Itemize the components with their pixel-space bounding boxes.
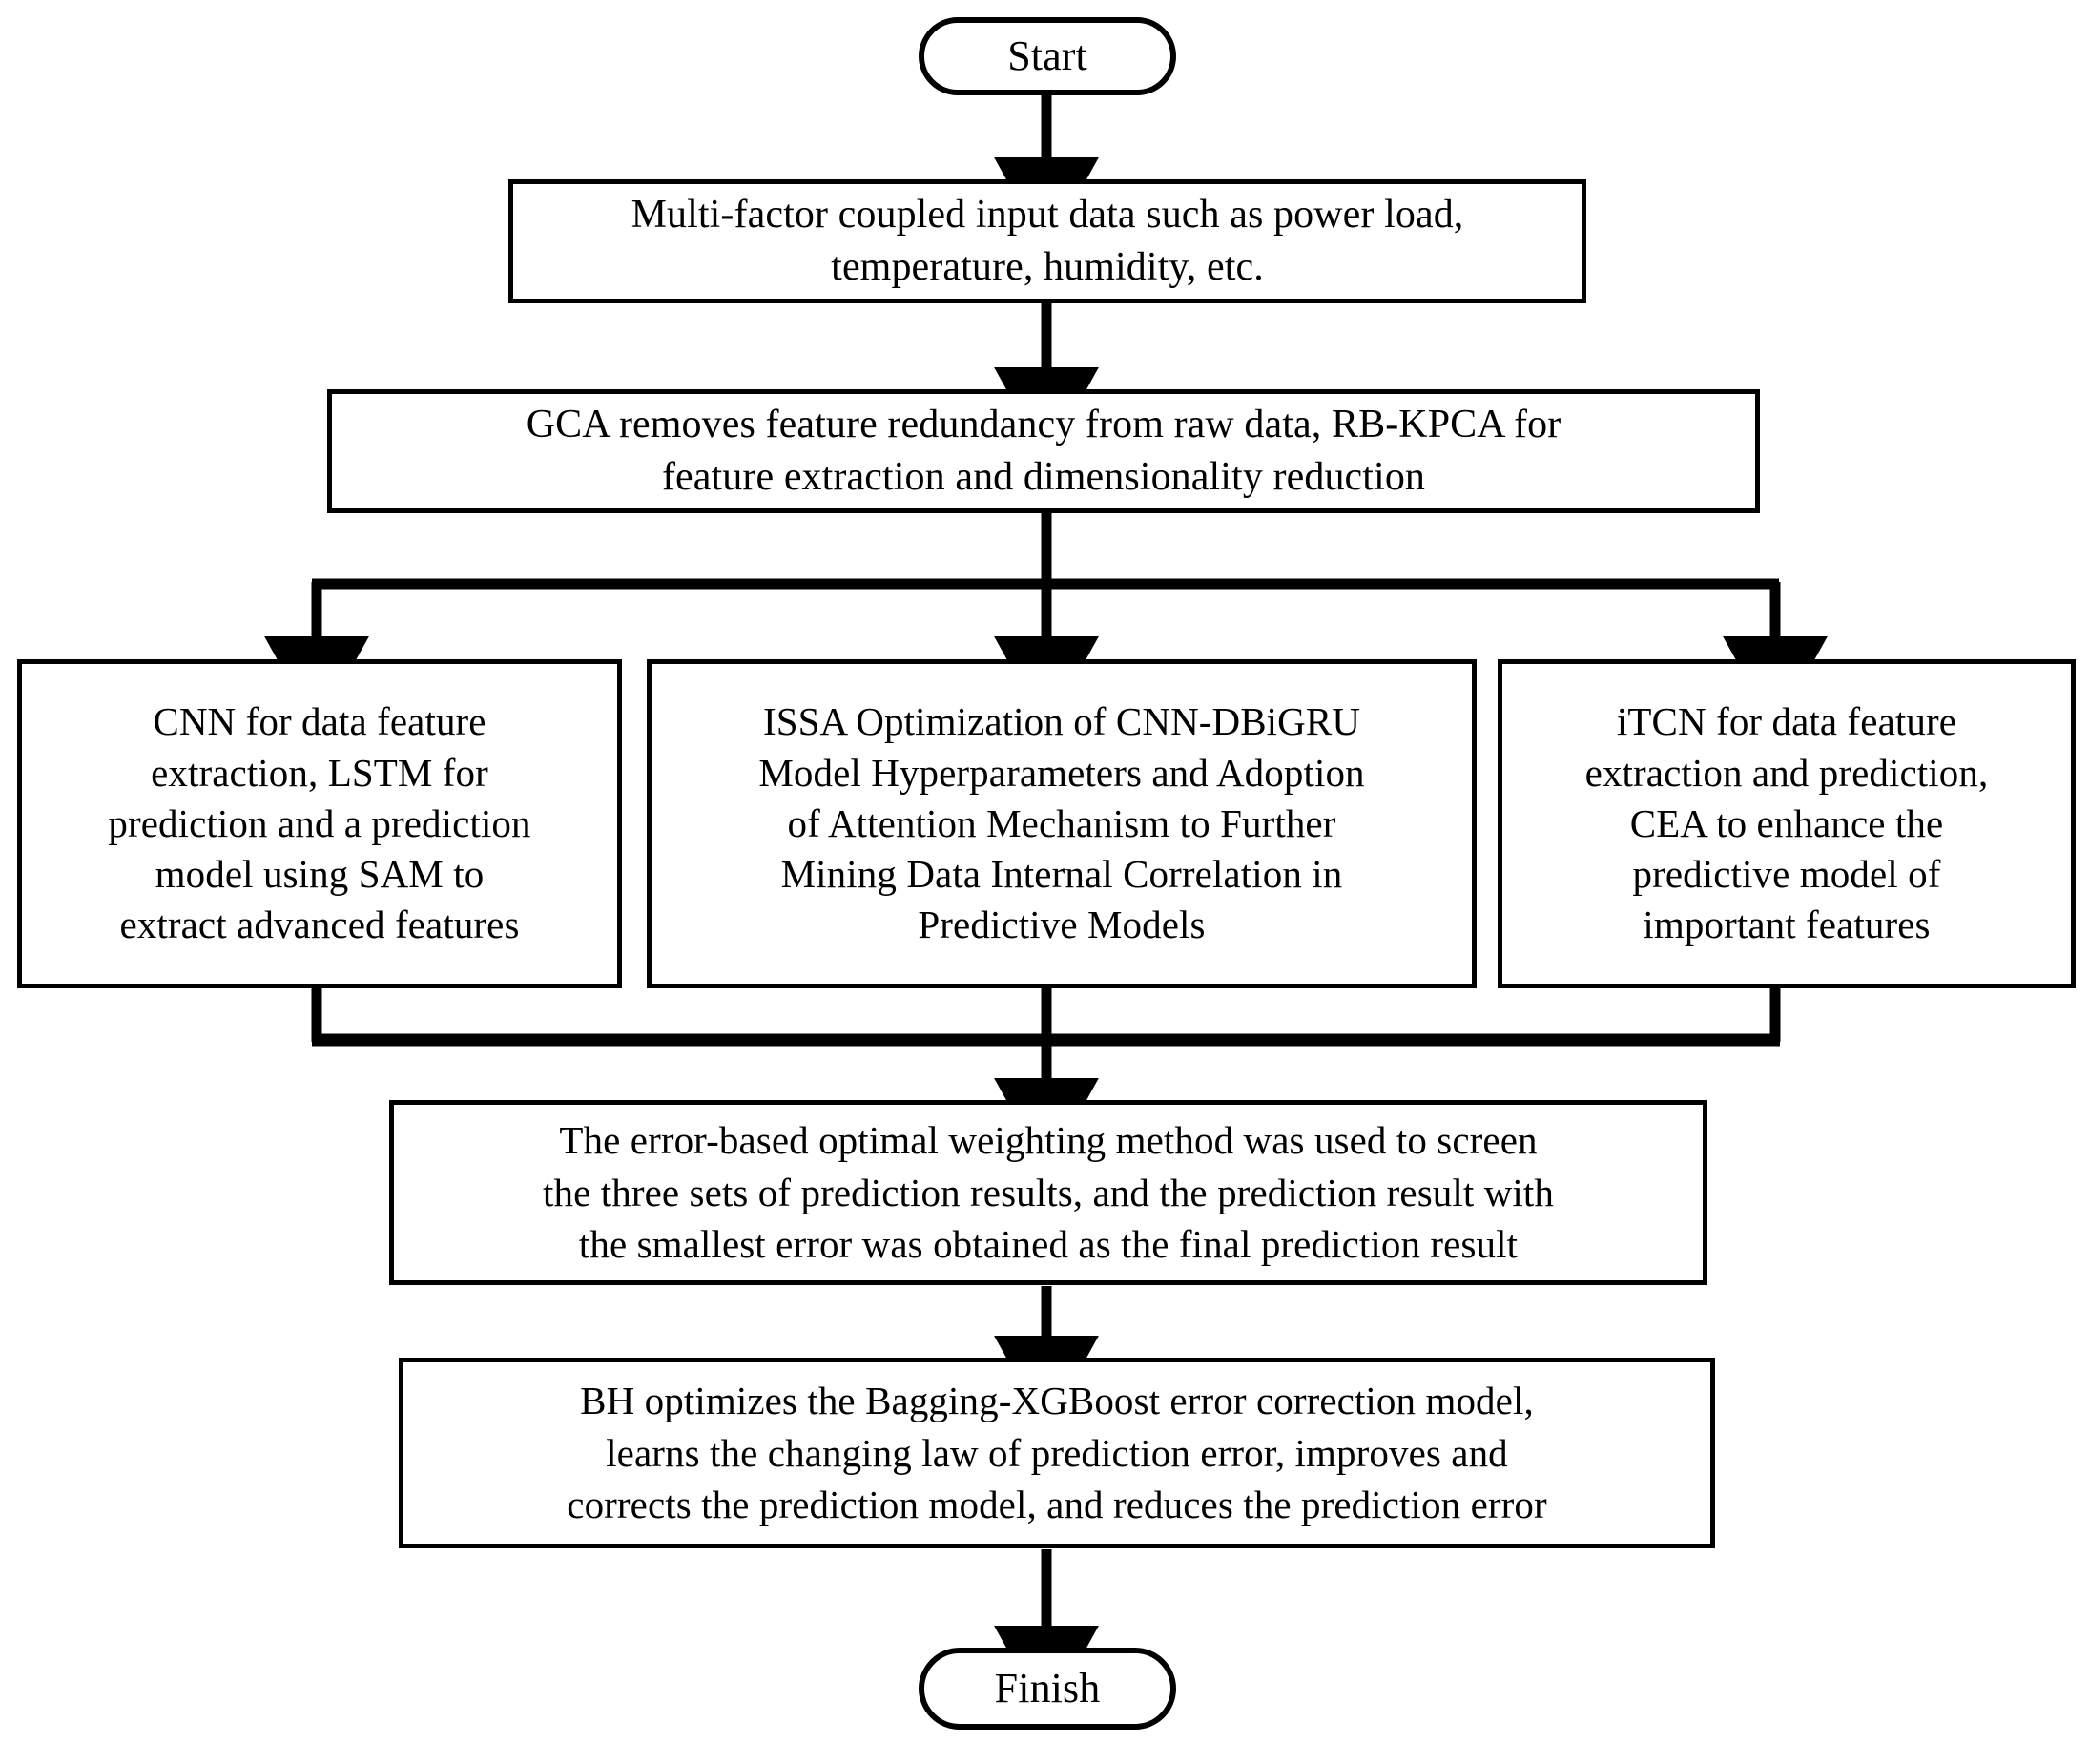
node-branch-cnn-lstm-sam[interactable]: CNN for data feature extraction, LSTM fo… xyxy=(17,659,622,988)
node-bh-bagging-xgboost-label: BH optimizes the Bagging-XGBoost error c… xyxy=(567,1378,1547,1527)
node-finish[interactable]: Finish xyxy=(919,1648,1176,1730)
node-branch-issa-cnn-dbigru-label: ISSA Optimization of CNN-DBiGRU Model Hy… xyxy=(758,699,1365,947)
node-error-based-weighting[interactable]: The error-based optimal weighting method… xyxy=(389,1100,1707,1285)
edge-merge-to-weighting xyxy=(312,1033,1780,1173)
node-gca-rbkpca[interactable]: GCA removes feature redundancy from raw … xyxy=(327,389,1760,513)
node-input-data[interactable]: Multi-factor coupled input data such as … xyxy=(508,179,1586,303)
node-error-based-weighting-label: The error-based optimal weighting method… xyxy=(543,1117,1554,1267)
node-gca-rbkpca-label: GCA removes feature redundancy from raw … xyxy=(526,402,1562,499)
node-start[interactable]: Start xyxy=(919,17,1176,95)
edge-gca-to-fork xyxy=(312,513,1779,590)
node-branch-itcn-cea-label: iTCN for data feature extraction and pre… xyxy=(1584,699,1989,947)
node-start-label: Start xyxy=(1007,31,1087,79)
node-input-data-label: Multi-factor coupled input data such as … xyxy=(631,192,1464,289)
node-bh-bagging-xgboost[interactable]: BH optimizes the Bagging-XGBoost error c… xyxy=(399,1358,1715,1548)
node-branch-itcn-cea[interactable]: iTCN for data feature extraction and pre… xyxy=(1498,659,2076,988)
node-branch-issa-cnn-dbigru[interactable]: ISSA Optimization of CNN-DBiGRU Model Hy… xyxy=(647,659,1477,988)
node-branch-cnn-lstm-sam-label: CNN for data feature extraction, LSTM fo… xyxy=(108,699,531,947)
node-finish-label: Finish xyxy=(994,1664,1101,1712)
